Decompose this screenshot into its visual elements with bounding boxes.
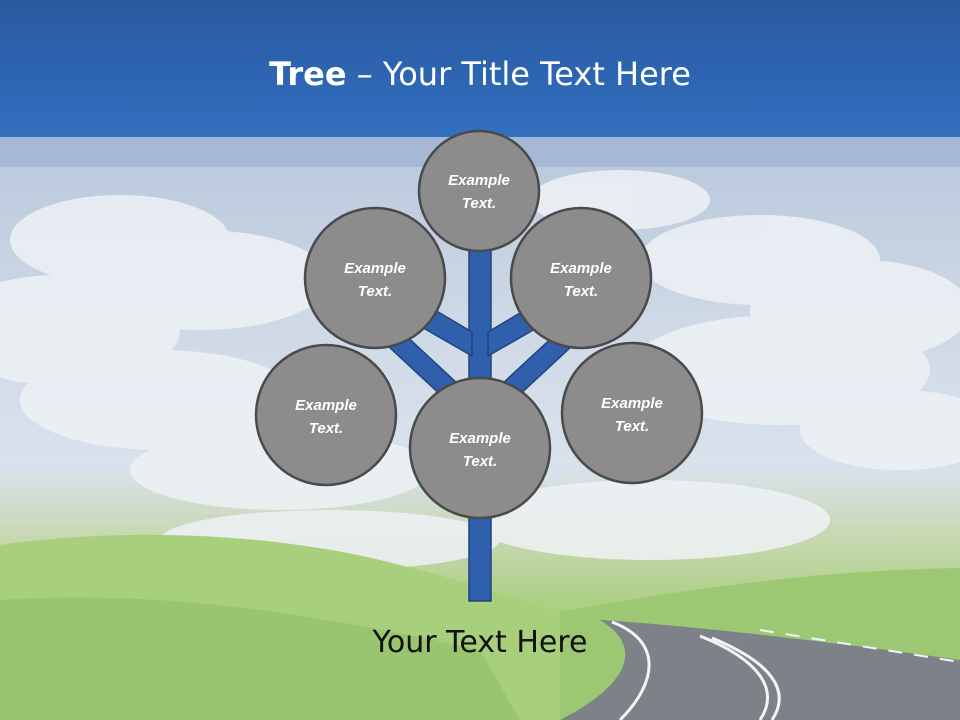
node-label-line1: Example: [449, 430, 511, 447]
tree-node-center[interactable]: Example Text.: [408, 376, 552, 520]
node-label-line1: Example: [550, 260, 612, 277]
tree-node-upper-right[interactable]: Example Text.: [509, 206, 653, 350]
node-label-line1: Example: [448, 172, 510, 189]
tree-node-lower-right[interactable]: Example Text.: [560, 341, 704, 485]
node-label-line2: Text.: [564, 283, 598, 300]
road: [560, 620, 960, 720]
title-separator: –: [346, 55, 383, 93]
slide-title: Tree – Your Title Text Here: [0, 50, 960, 98]
tree-node-top[interactable]: Example Text.: [417, 129, 541, 253]
node-label-line2: Text.: [463, 453, 497, 470]
clouds: [0, 170, 960, 570]
title-bar: [0, 0, 960, 137]
node-label-line2: Text.: [309, 420, 343, 437]
node-label-line2: Text.: [358, 283, 392, 300]
node-label-line1: Example: [601, 395, 663, 412]
node-label-line1: Example: [344, 260, 406, 277]
node-label-line2: Text.: [615, 418, 649, 435]
node-label-line2: Text.: [462, 195, 496, 212]
title-rest: Your Title Text Here: [382, 55, 691, 93]
title-bold-part: Tree: [269, 55, 347, 93]
tree-node-upper-left[interactable]: Example Text.: [303, 206, 447, 350]
node-label-line1: Example: [295, 397, 357, 414]
footer-text[interactable]: Your Text Here: [372, 625, 588, 660]
tree-node-lower-left[interactable]: Example Text.: [254, 343, 398, 487]
